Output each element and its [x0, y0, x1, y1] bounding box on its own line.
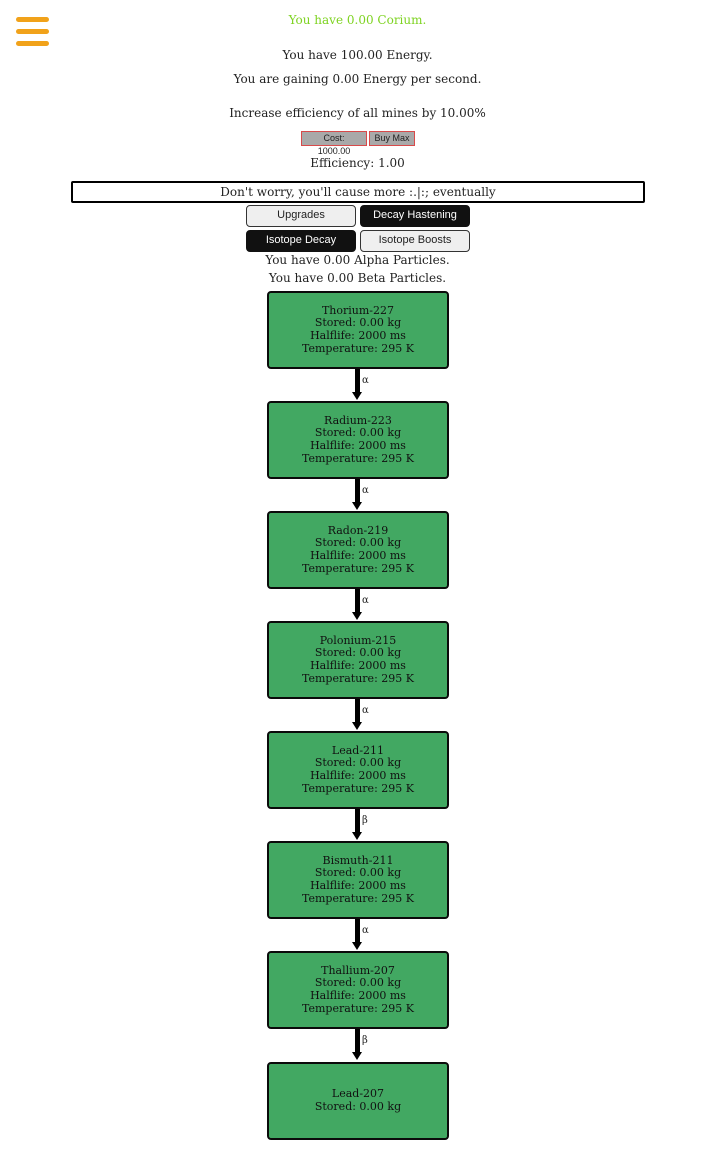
isotope-name: Radium-223: [324, 413, 392, 427]
isotope-node-bismuth-211[interactable]: Bismuth-211 Stored: 0.00 kg Halflife: 20…: [267, 841, 449, 919]
decay-type-label: α: [362, 375, 369, 386]
isotope-node-radon-219[interactable]: Radon-219 Stored: 0.00 kg Halflife: 2000…: [267, 511, 449, 589]
news-ticker: Don't worry, you'll cause more :.|:; eve…: [71, 181, 645, 203]
isotope-halflife: Halflife: 2000 ms: [310, 769, 406, 782]
isotope-name: Radon-219: [327, 523, 389, 537]
decay-arrow: α: [352, 479, 369, 511]
tab-isotope-decay[interactable]: Isotope Decay: [246, 230, 356, 252]
decay-type-label: α: [362, 925, 369, 936]
decay-type-label: α: [362, 595, 369, 606]
isotope-stored: Stored: 0.00 kg: [314, 316, 402, 330]
isotope-name: Polonium-215: [319, 633, 397, 647]
isotope-node-lead-207[interactable]: Lead-207 Stored: 0.00 kg: [267, 1062, 449, 1140]
menu-bar: [16, 17, 49, 22]
menu-bar: [16, 41, 49, 46]
isotope-temperature: Temperature: 295 K: [302, 561, 414, 575]
buy-max-button[interactable]: Buy Max: [369, 131, 415, 146]
decay-type-label: β: [362, 1035, 368, 1046]
isotope-node-polonium-215[interactable]: Polonium-215 Stored: 0.00 kg Halflife: 2…: [267, 621, 449, 699]
corium-count: You have 0.00 Corium.: [288, 13, 427, 27]
isotope-halflife: Halflife: 2000 ms: [310, 659, 406, 672]
decay-type-label: α: [362, 485, 369, 496]
isotope-node-thallium-207[interactable]: Thallium-207 Stored: 0.00 kg Halflife: 2…: [267, 951, 449, 1029]
isotope-halflife: Halflife: 2000 ms: [310, 439, 406, 452]
isotope-temperature: Temperature: 295 K: [302, 671, 414, 685]
isotope-halflife: Halflife: 2000 ms: [310, 879, 406, 892]
tab-decay-hastening[interactable]: Decay Hastening: [360, 205, 470, 227]
decay-arrow: α: [352, 369, 369, 401]
isotope-stored: Stored: 0.00 kg: [314, 756, 402, 770]
isotope-stored: Stored: 0.00 kg: [314, 426, 402, 440]
isotope-temperature: Temperature: 295 K: [302, 891, 414, 905]
isotope-halflife: Halflife: 2000 ms: [310, 989, 406, 1002]
hamburger-menu-icon[interactable]: [16, 16, 50, 48]
tab-isotope-boosts[interactable]: Isotope Boosts: [360, 230, 470, 252]
cost-button[interactable]: Cost: 1000.00: [301, 131, 367, 156]
efficiency-upgrade-label: Increase efficiency of all mines by 10.0…: [229, 106, 486, 120]
isotope-name: Thallium-207: [321, 963, 395, 977]
isotope-temperature: Temperature: 295 K: [302, 341, 414, 355]
isotope-halflife: Halflife: 2000 ms: [310, 329, 406, 342]
isotope-name: Thorium-227: [321, 303, 395, 317]
isotope-stored: Stored: 0.00 kg: [314, 1100, 402, 1113]
decay-arrow: β: [352, 809, 368, 841]
isotope-name: Lead-211: [331, 743, 385, 757]
isotope-name: Lead-207: [331, 1087, 385, 1101]
isotope-node-thorium-227[interactable]: Thorium-227 Stored: 0.00 kg Halflife: 20…: [267, 291, 449, 369]
isotope-stored: Stored: 0.00 kg: [314, 976, 402, 990]
isotope-stored: Stored: 0.00 kg: [314, 646, 402, 660]
energy-rate: You are gaining 0.00 Energy per second.: [233, 72, 482, 86]
decay-arrow: α: [352, 699, 369, 731]
decay-type-label: β: [362, 815, 368, 826]
energy-count: You have 100.00 Energy.: [282, 48, 433, 62]
isotope-stored: Stored: 0.00 kg: [314, 536, 402, 550]
isotope-temperature: Temperature: 295 K: [302, 451, 414, 465]
isotope-temperature: Temperature: 295 K: [302, 781, 414, 795]
isotope-stored: Stored: 0.00 kg: [314, 866, 402, 880]
menu-bar: [16, 29, 49, 34]
isotope-temperature: Temperature: 295 K: [302, 1001, 414, 1015]
decay-arrow: α: [352, 919, 369, 951]
decay-type-label: α: [362, 705, 369, 716]
efficiency-value: Efficiency: 1.00: [310, 156, 405, 170]
isotope-halflife: Halflife: 2000 ms: [310, 549, 406, 562]
isotope-name: Bismuth-211: [322, 853, 394, 867]
decay-arrow: α: [352, 589, 369, 621]
decay-arrow: β: [352, 1029, 368, 1061]
alpha-particles-count: You have 0.00 Alpha Particles.: [265, 253, 450, 267]
isotope-node-radium-223[interactable]: Radium-223 Stored: 0.00 kg Halflife: 200…: [267, 401, 449, 479]
tab-upgrades[interactable]: Upgrades: [246, 205, 356, 227]
isotope-node-lead-211[interactable]: Lead-211 Stored: 0.00 kg Halflife: 2000 …: [267, 731, 449, 809]
beta-particles-count: You have 0.00 Beta Particles.: [268, 271, 447, 285]
